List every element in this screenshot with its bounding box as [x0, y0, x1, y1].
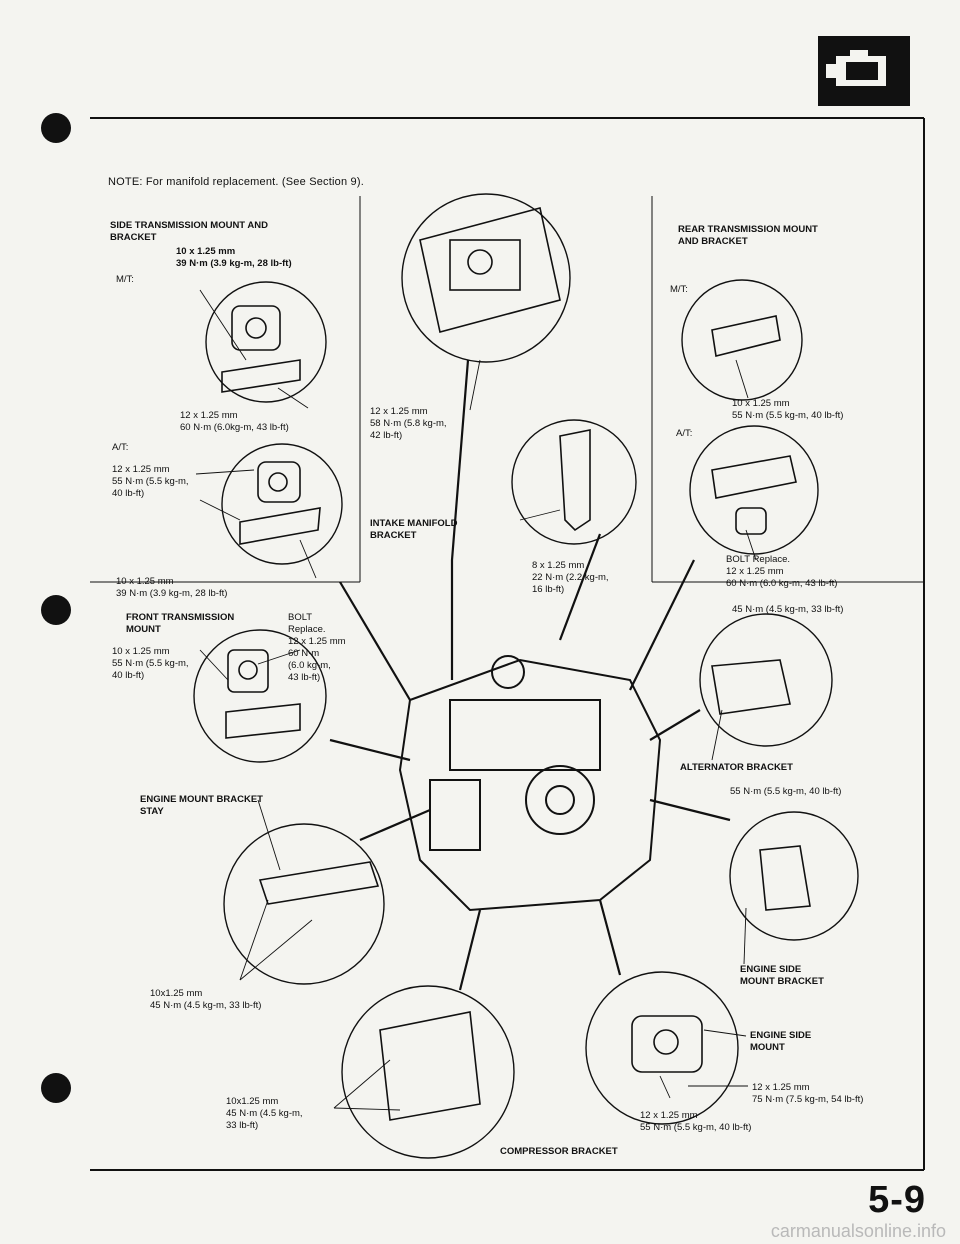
engine-side-mount-spec-1: 12 x 1.25 mm 75 N·m (7.5 kg-m, 54 lb-ft)	[752, 1082, 864, 1105]
intake-manifold-bracket-spec: 8 x 1.25 mm 22 N·m (2.2 kg-m, 16 lb-ft)	[532, 560, 609, 595]
engine-illustration	[398, 655, 662, 912]
engine-section-icon	[818, 36, 910, 106]
side-mount-at-label: A/T:	[112, 442, 129, 453]
side-mount-spec-2: 12 x 1.25 mm 60 N·m (6.0kg-m, 43 lb-ft)	[180, 410, 289, 433]
side-mount-spec-3: 12 x 1.25 mm 55 N·m (5.5 kg-m, 40 lb-ft)	[112, 464, 189, 499]
binder-hole	[41, 1073, 71, 1103]
side-mount-spec-1: 10 x 1.25 mm 39 N·m (3.9 kg-m, 28 lb-ft)	[176, 246, 292, 269]
engine-mount-stay-spec: 10x1.25 mm 45 N·m (4.5 kg-m, 33 lb-ft)	[150, 988, 262, 1011]
side-mount-bracket-title: ENGINE SIDE MOUNT BRACKET	[740, 964, 824, 987]
compressor-bracket-title: COMPRESSOR BRACKET	[500, 1146, 618, 1157]
binder-hole	[41, 113, 71, 143]
rear-mount-bolt-spec: BOLT Replace. 12 x 1.25 mm 60 N·m (6.0 k…	[726, 554, 838, 589]
side-mount-mt-label: M/T:	[116, 274, 134, 285]
note-text: NOTE: For manifold replacement. (See Sec…	[108, 176, 364, 188]
compressor-bracket-spec: 10x1.25 mm 45 N·m (4.5 kg-m, 33 lb-ft)	[226, 1096, 303, 1131]
transmission-spec: 12 x 1.25 mm 58 N·m (5.8 kg-m, 42 lb-ft)	[370, 406, 447, 441]
front-mount-spec-1: 10 x 1.25 mm 55 N·m (5.5 kg-m, 40 lb-ft)	[112, 646, 189, 681]
side-mount-bracket-spec: 55 N·m (5.5 kg-m, 40 lb-ft)	[730, 786, 842, 797]
front-mount-title: FRONT TRANSMISSION MOUNT	[126, 612, 235, 635]
page-number: 5-9	[868, 1179, 926, 1221]
front-mount-bolt-spec: BOLT Replace. 12 x 1.25 mm 60 N·m (6.0 k…	[288, 612, 346, 683]
engine-side-mount-spec-2: 12 x 1.25 mm 55 N·m (5.5 kg-m, 40 lb-ft)	[640, 1110, 752, 1133]
engine-mount-stay-title: ENGINE MOUNT BRACKET STAY	[140, 794, 263, 817]
engine-side-mount-title: ENGINE SIDE MOUNT	[750, 1030, 812, 1053]
alternator-bracket-title: ALTERNATOR BRACKET	[680, 762, 793, 773]
rear-mount-at-label: A/T:	[676, 428, 693, 439]
side-mount-title: SIDE TRANSMISSION MOUNT AND BRACKET	[110, 220, 268, 243]
watermark-text: carmanualsonline.info	[770, 1221, 946, 1241]
side-mount-spec-4: 10 x 1.25 mm 39 N·m (3.9 kg-m, 28 lb-ft)	[116, 576, 228, 599]
rear-mount-title: REAR TRANSMISSION MOUNT AND BRACKET	[678, 224, 818, 247]
rear-mount-spec-1: 10 x 1.25 mm 55 N·m (5.5 kg-m, 40 lb-ft)	[732, 398, 844, 421]
intake-manifold-bracket-title: INTAKE MANIFOLD BRACKET	[370, 518, 458, 541]
rear-mount-mt-label: M/T:	[670, 284, 688, 295]
alternator-bracket-spec: 45 N·m (4.5 kg-m, 33 lb-ft)	[732, 604, 844, 615]
binder-hole	[41, 595, 71, 625]
